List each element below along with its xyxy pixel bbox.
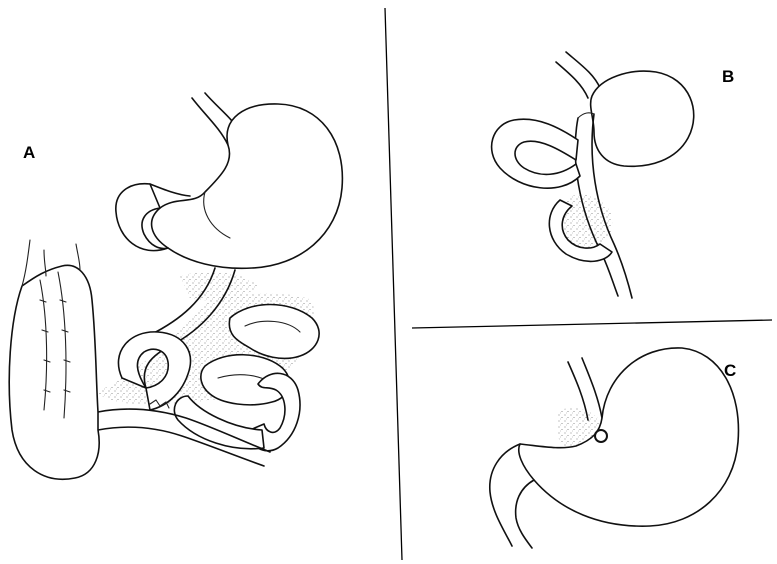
panel-a-loop-tube — [150, 184, 190, 196]
panel-c-anastomosis — [595, 430, 607, 442]
panel-c-jejunal-limb-wall — [516, 480, 534, 548]
panel-a-stomach — [152, 104, 343, 268]
panel-a-esophagus — [192, 98, 228, 145]
panel-b: B — [492, 52, 735, 298]
panel-a-label: A — [23, 143, 35, 162]
panel-b-label: B — [722, 67, 734, 86]
panel-c: C — [490, 348, 739, 548]
panel-a-colon — [9, 265, 99, 479]
panel-b-esophagus-wall — [566, 52, 600, 88]
vertical-divider — [385, 8, 402, 560]
horizontal-divider — [412, 320, 772, 328]
panel-b-stomach — [591, 71, 694, 166]
panel-c-stomach — [519, 348, 739, 526]
panel-a: A — [9, 93, 342, 479]
panel-b-left-loop — [492, 119, 580, 188]
panel-c-jejunal-limb — [490, 444, 520, 546]
